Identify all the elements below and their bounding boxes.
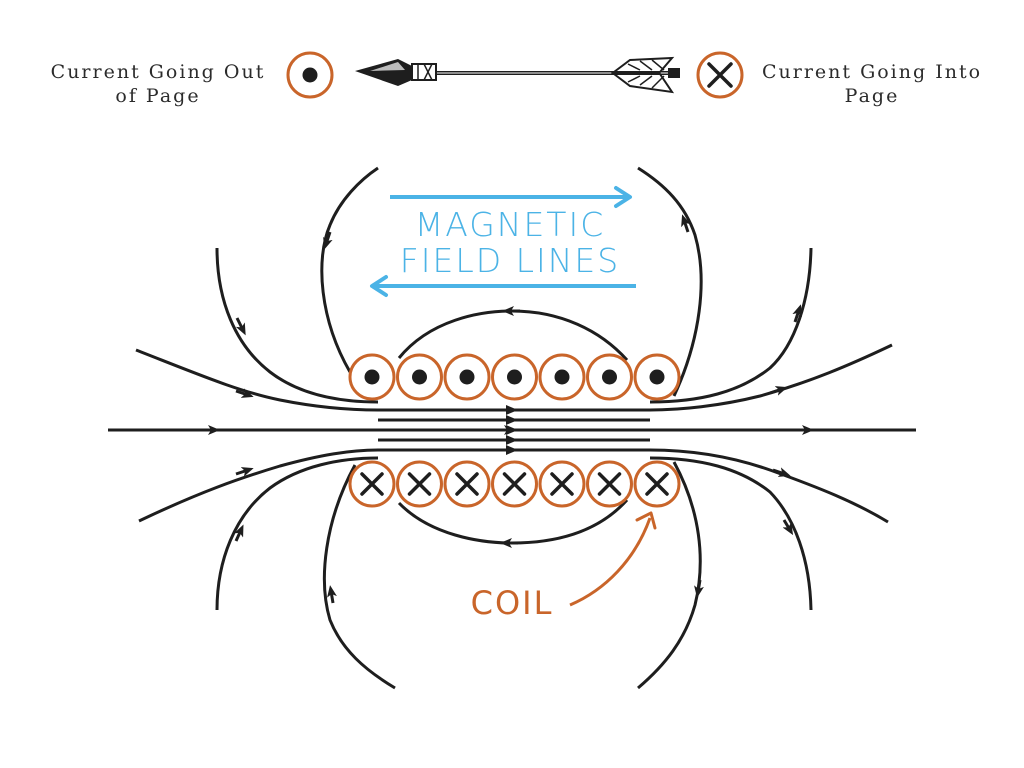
coil-turn-out-of-page	[633, 353, 681, 401]
dot-icon	[459, 369, 475, 385]
coil-turn-out-of-page	[396, 353, 443, 401]
cross-icon	[502, 472, 527, 496]
legend-current-out-label: Current Going Out of Page	[40, 60, 276, 108]
coil-label: COIL	[471, 584, 554, 622]
field-line-upper-left-2	[215, 247, 379, 404]
coil-top-row	[348, 353, 681, 401]
coil-turn-out-of-page	[348, 353, 396, 401]
cross-icon	[645, 472, 669, 496]
legend-current-in-label: Current Going Into Page	[752, 60, 992, 108]
coil-turn-into-page	[491, 460, 538, 508]
coil-turn-into-page	[396, 460, 443, 508]
arrow-icon	[355, 56, 680, 94]
core-arrowheads	[506, 405, 518, 455]
field-line-bottom-right-loop	[637, 461, 702, 690]
legend-cross-symbol-icon	[696, 51, 744, 99]
field-line-upper-right-1	[649, 343, 893, 412]
cross-icon	[360, 472, 384, 496]
field-line-lower-left-1	[138, 448, 379, 523]
dot-icon	[649, 369, 665, 385]
coil-pointer-arrowhead	[635, 511, 657, 530]
coil-bottom-row	[348, 460, 681, 508]
coil-turn-into-page	[538, 460, 586, 508]
field-label-arrows	[370, 186, 636, 297]
coil-turn-out-of-page	[443, 353, 491, 401]
legend-current-in-line2: Page	[844, 85, 900, 107]
legend-current-out-line1: Current Going Out	[50, 61, 266, 83]
dot-icon	[507, 369, 522, 385]
cross-icon	[597, 472, 622, 496]
field-line-top-left-loop	[320, 166, 379, 373]
field-line-lower-right-1	[649, 448, 889, 524]
field-line-lower-left-2	[215, 456, 379, 611]
dot-icon	[364, 369, 380, 385]
field-label-line1: MAGNETIC	[415, 205, 606, 244]
dot-icon	[554, 369, 570, 385]
coil-turn-into-page	[348, 460, 396, 508]
coil-turn-into-page	[443, 460, 491, 508]
field-line-bottom-left-loop	[322, 464, 396, 690]
field-line-top-right-loop	[637, 166, 703, 397]
coil-turn-out-of-page	[491, 353, 538, 401]
coil-turn-into-page	[633, 460, 681, 508]
dot-icon	[412, 369, 427, 385]
coil-turn-into-page	[586, 460, 633, 508]
legend-current-in-line1: Current Going Into	[761, 61, 983, 83]
cross-icon	[455, 472, 479, 496]
coil-turn-out-of-page	[586, 353, 633, 401]
dot-icon	[602, 369, 617, 385]
coil-turn-out-of-page	[538, 353, 586, 401]
field-line-inner-top-arc	[397, 309, 629, 362]
field-line-upper-right-2	[649, 247, 813, 404]
field-line-lower-right-2	[649, 456, 813, 611]
legend-dot-symbol-icon	[286, 51, 334, 99]
field-lines	[108, 166, 916, 690]
cross-icon	[407, 472, 432, 496]
cross-icon	[550, 472, 574, 496]
coil-pointer-arrow	[569, 517, 652, 607]
legend-current-out-line2: of Page	[115, 85, 201, 107]
field-label-line2: FIELD LINES	[400, 241, 620, 280]
field-line-upper-left-1	[135, 348, 379, 412]
